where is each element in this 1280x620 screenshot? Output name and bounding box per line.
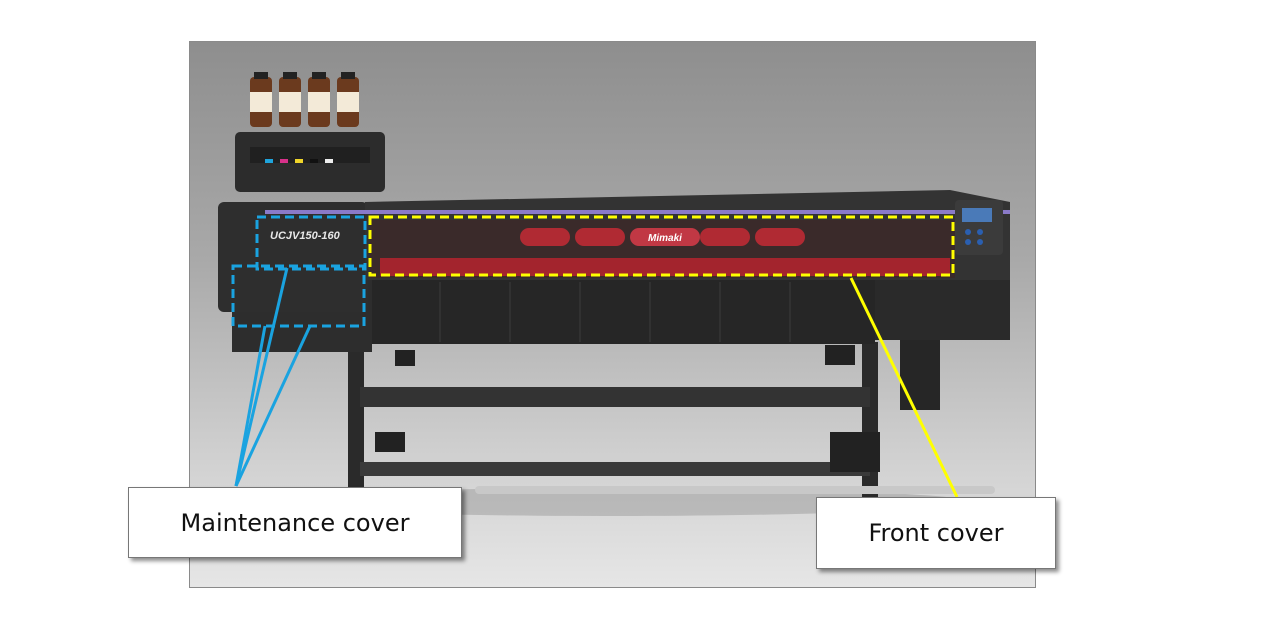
left-body (218, 202, 368, 312)
panel-display (962, 208, 992, 222)
roll-holder-left (375, 432, 405, 452)
ink-bottles (250, 72, 359, 127)
left-leg (348, 342, 364, 502)
brand-logo: Mimaki (648, 233, 682, 244)
media-roller (475, 486, 995, 494)
right-side-box (900, 340, 940, 410)
uv-strip (265, 210, 1010, 214)
platen (365, 279, 875, 344)
stand-lower-bar (360, 462, 870, 476)
platen-ribs (439, 282, 791, 342)
ink-colors (265, 159, 333, 163)
right-side-unit (870, 280, 1010, 340)
maintenance-cover-label: Maintenance cover (180, 508, 410, 537)
take-up-bracket (395, 350, 415, 366)
front-cover-callout: Front cover (816, 497, 1056, 569)
roll-holder-right (830, 432, 880, 472)
right-leg (862, 342, 878, 502)
take-up-left (825, 345, 855, 365)
stand-crossbar (360, 387, 870, 407)
front-cover-label: Front cover (868, 519, 1004, 547)
model-label: UCJV150-160 (270, 230, 341, 242)
maintenance-cover-callout: Maintenance cover (128, 487, 462, 558)
